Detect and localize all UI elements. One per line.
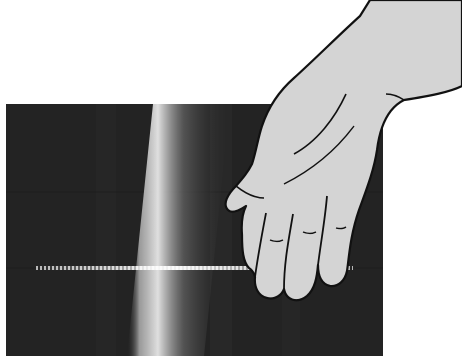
panel-band xyxy=(96,104,116,356)
